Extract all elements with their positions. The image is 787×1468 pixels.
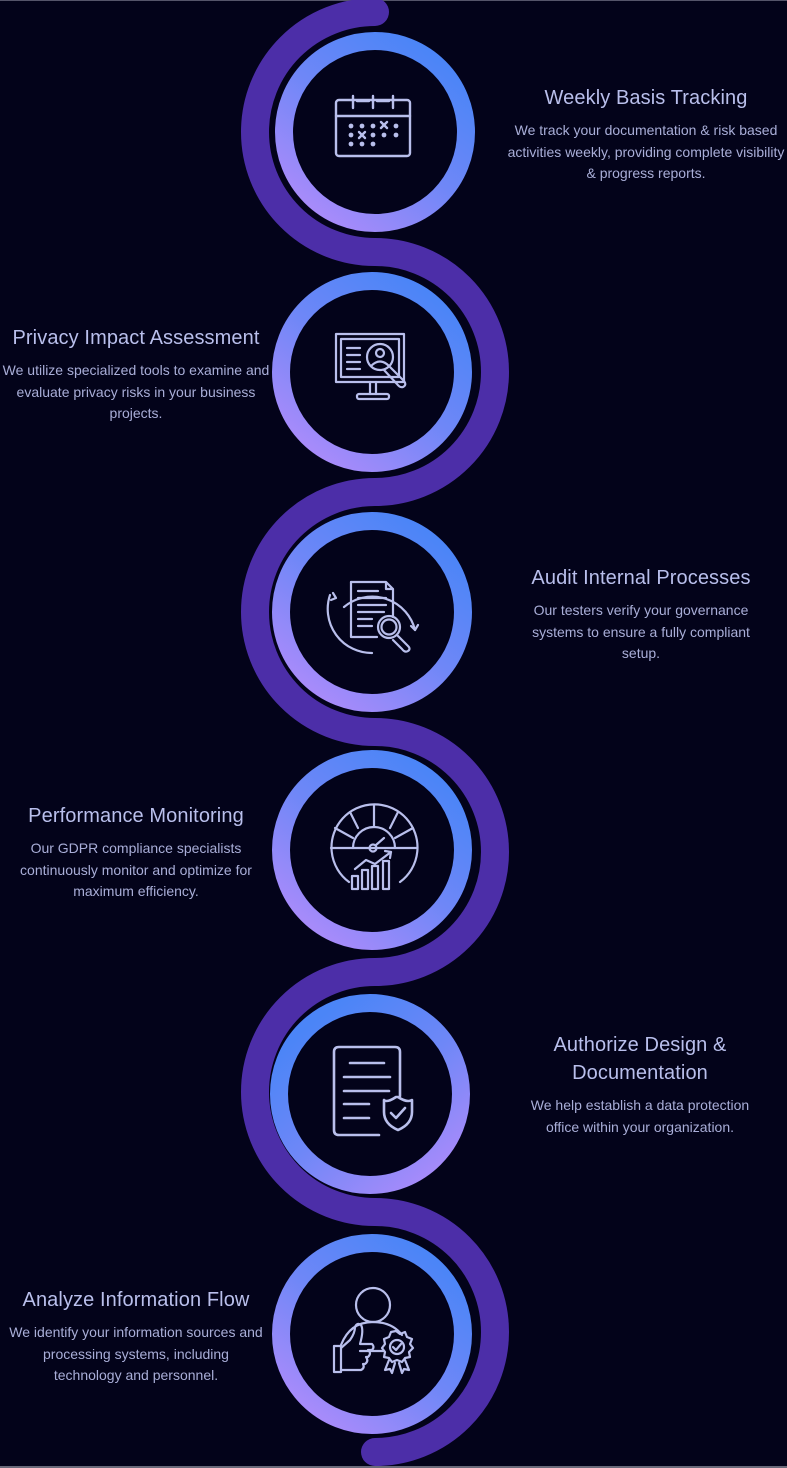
ring-5 bbox=[270, 994, 470, 1194]
monitor-search-user-icon bbox=[334, 332, 407, 401]
step-privacy-impact-assessment: Privacy Impact Assessment We utilize spe… bbox=[0, 324, 272, 425]
step-description: We help establish a data protection offi… bbox=[530, 1097, 750, 1135]
speedometer-chart-icon bbox=[329, 803, 419, 891]
step-title: Weekly Basis Tracking bbox=[544, 87, 748, 109]
snake-connector bbox=[241, 0, 509, 1466]
step-title: Authorize Design & Documentation bbox=[553, 1034, 727, 1084]
step-title: Audit Internal Processes bbox=[531, 567, 751, 589]
step-description: Our testers verify your governance syste… bbox=[532, 602, 750, 661]
step-description: Our GDPR compliance specialists continuo… bbox=[20, 840, 252, 899]
step-description: We identify your information sources and… bbox=[9, 1324, 263, 1383]
step-authorize-design-documentation: Authorize Design & Documentation We help… bbox=[520, 1031, 760, 1138]
top-border bbox=[0, 0, 787, 1]
calendar-icon bbox=[334, 94, 412, 158]
step-title: Performance Monitoring bbox=[28, 805, 244, 827]
ring-4 bbox=[272, 750, 472, 950]
step-analyze-information-flow: Analyze Information Flow We identify you… bbox=[8, 1286, 264, 1387]
step-audit-internal-processes: Audit Internal Processes Our testers ver… bbox=[522, 564, 760, 665]
step-description: We track your documentation & risk based… bbox=[507, 122, 785, 181]
step-title: Privacy Impact Assessment bbox=[12, 327, 260, 349]
bottom-border bbox=[0, 1466, 787, 1468]
ring-1 bbox=[275, 32, 475, 232]
ring-6 bbox=[272, 1234, 472, 1434]
step-weekly-basis-tracking: Weekly Basis Tracking We track your docu… bbox=[505, 84, 787, 185]
step-description: We utilize specialized tools to examine … bbox=[2, 362, 270, 421]
person-thumbs-up-badge-icon bbox=[332, 1286, 415, 1375]
document-shield-icon bbox=[332, 1045, 414, 1137]
step-title: Analyze Information Flow bbox=[22, 1289, 250, 1311]
document-audit-icon bbox=[326, 580, 420, 655]
step-performance-monitoring: Performance Monitoring Our GDPR complian… bbox=[8, 802, 264, 903]
ring-2 bbox=[272, 272, 472, 472]
